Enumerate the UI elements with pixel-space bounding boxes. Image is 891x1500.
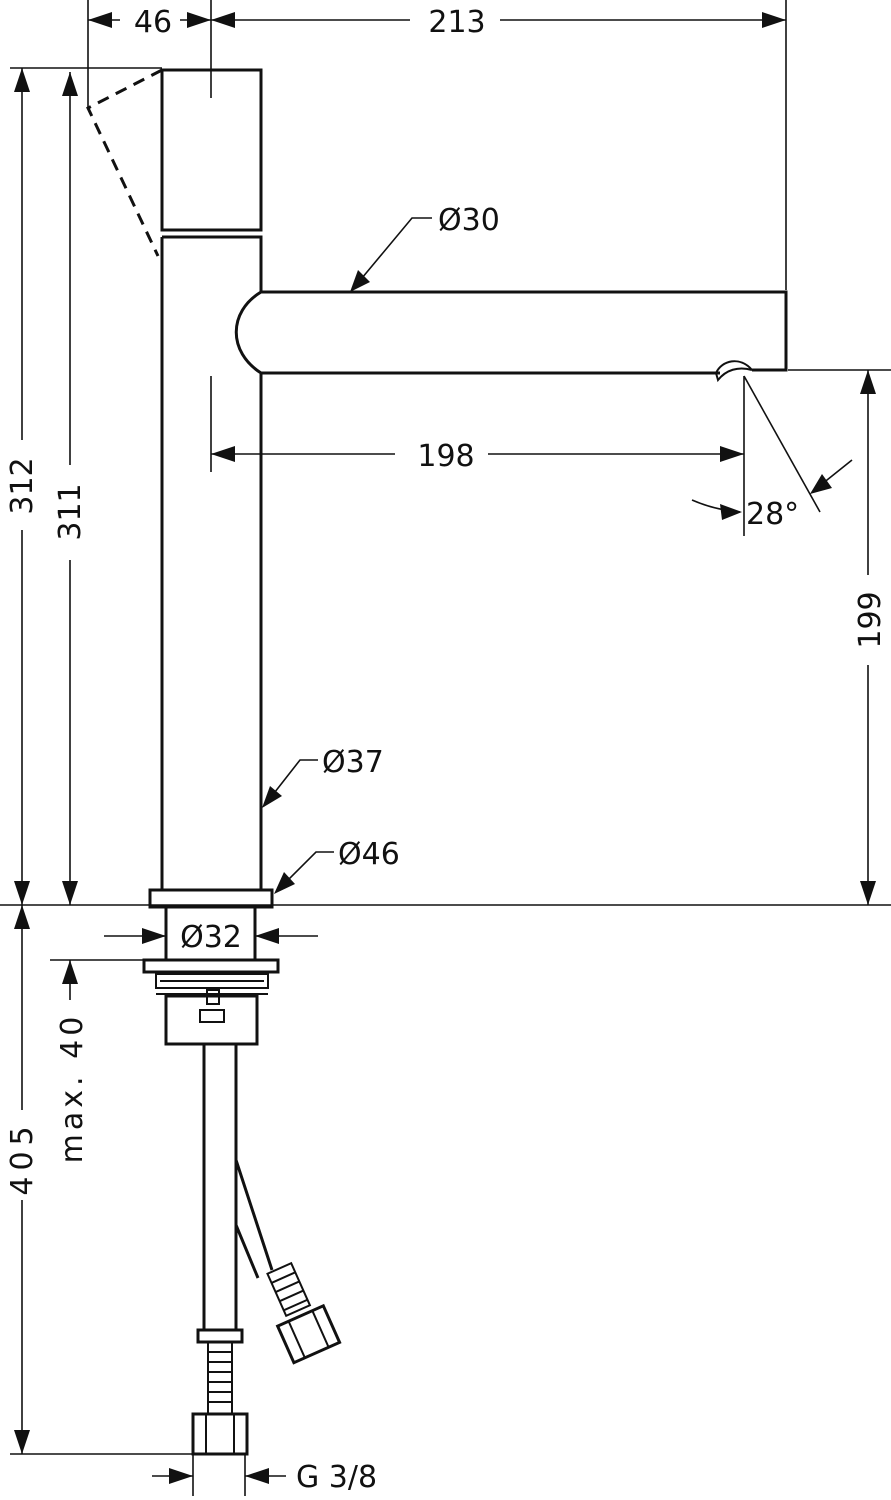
- dim-312-label: 312: [5, 457, 40, 514]
- dim-body-diameter: Ø37: [262, 745, 384, 808]
- dim-total-height: 312: [5, 67, 162, 905]
- mounting-thread: [155, 973, 269, 995]
- dim-spout-angle: 28°: [691, 375, 853, 532]
- hose-nut: [191, 1412, 249, 1456]
- mounting-nut: [164, 994, 259, 1046]
- hose-nut-facets: [205, 1414, 235, 1454]
- dim-198-label: 198: [417, 439, 474, 474]
- dim-spout-height: 199: [788, 369, 891, 905]
- mounting-washer: [142, 958, 280, 974]
- spout: [234, 290, 788, 375]
- handle-tilt-dashed: [86, 68, 163, 257]
- hose-crimp: [207, 1342, 233, 1414]
- dim-32-label: Ø32: [180, 920, 242, 955]
- dim-spout-diameter: Ø30: [350, 203, 500, 292]
- nut-pin: [206, 989, 220, 1005]
- body-column: [160, 235, 263, 890]
- dim-base-diameter: Ø46: [274, 837, 400, 894]
- dim-199-label: 199: [853, 591, 888, 648]
- dim-30-label: Ø30: [438, 203, 500, 238]
- base-ring: [148, 888, 274, 909]
- nut-slot: [199, 1009, 225, 1023]
- supply-hose-straight: [202, 1044, 238, 1330]
- supply-hose-angled: [234, 1159, 274, 1279]
- dim-46-label: 46: [134, 5, 172, 40]
- angled-hose-end: [266, 1261, 342, 1365]
- faucet-outline: [86, 68, 788, 1456]
- dim-405-label: 405: [5, 1120, 40, 1195]
- dim-shank-diameter: Ø32: [104, 920, 318, 955]
- dim-311-label: 311: [53, 483, 88, 540]
- dim-28-label: 28°: [746, 497, 799, 532]
- dim-37-label: Ø37: [322, 745, 384, 780]
- hose-ferrule: [196, 1328, 244, 1344]
- dim-thread: G 3/8: [152, 1454, 377, 1496]
- shank: [164, 907, 257, 960]
- aerator-lip: [714, 360, 753, 383]
- dim-spout-reach: 198: [210, 376, 745, 536]
- dim-46b-label: Ø46: [338, 837, 400, 872]
- dim-max-thickness: max. 40: [50, 959, 144, 1164]
- dim-hose-length: 405: [5, 905, 193, 1455]
- dim-max40-label: max. 40: [55, 1013, 90, 1164]
- dim-body-height: 311: [53, 72, 88, 905]
- dim-top: 46 213: [87, 0, 787, 290]
- dim-213-label: 213: [428, 5, 485, 40]
- dim-g38-label: G 3/8: [296, 1460, 377, 1495]
